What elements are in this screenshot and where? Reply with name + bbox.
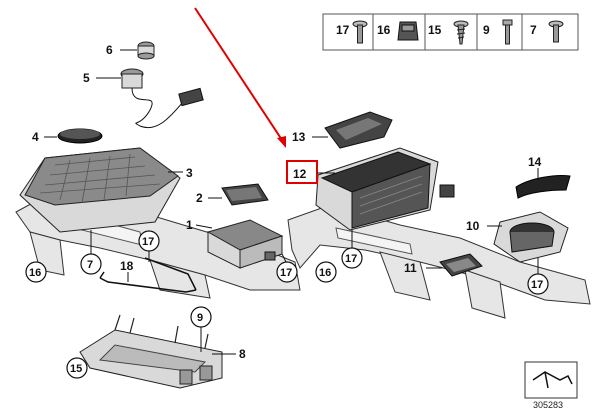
reference-box: 305283 (524, 361, 578, 410)
callout-c17d[interactable]: 17 (527, 258, 549, 295)
clip-icon (397, 21, 419, 41)
part-label-18: 18 (120, 259, 134, 273)
bolt-icon (502, 19, 513, 45)
part-11-small-pocket[interactable] (439, 253, 483, 277)
part-18-seal[interactable] (99, 257, 197, 293)
hardware-row: 17 16 15 9 7 (322, 13, 579, 51)
callout-c7[interactable]: 7 (80, 230, 102, 275)
part-10-cup-holder[interactable] (493, 211, 569, 263)
part-4-round-pad[interactable] (57, 128, 103, 144)
hardware-cell-17[interactable] (322, 13, 374, 51)
reference-number: 305283 (533, 400, 563, 410)
circled-label-17: 17 (280, 267, 292, 279)
part-label-13: 13 (292, 130, 306, 144)
part-label-12: 12 (293, 167, 307, 181)
hardware-cell-9[interactable] (476, 13, 523, 51)
circled-label-17: 17 (531, 279, 543, 291)
part-label-10: 10 (466, 219, 480, 233)
screw-icon (548, 20, 564, 43)
hardware-cell-15[interactable] (424, 13, 478, 51)
callout-c16b[interactable]: 16 (315, 261, 337, 283)
hardware-label-7: 7 (530, 23, 537, 37)
tapping-screw-icon (453, 20, 469, 45)
part-13-tray-lid[interactable] (324, 111, 393, 149)
part-label-3: 3 (186, 166, 193, 180)
circled-label-17: 17 (345, 253, 357, 265)
part-2-small-tray[interactable] (221, 183, 269, 206)
part-label-6: 6 (106, 43, 113, 57)
part-6-knob[interactable] (137, 41, 155, 60)
part-label-8: 8 (239, 347, 246, 361)
circled-label-7: 7 (87, 259, 93, 271)
callout-c16a[interactable]: 16 (25, 261, 47, 283)
part-12-main-storage[interactable] (315, 147, 455, 231)
part-label-2: 2 (196, 191, 203, 205)
circled-label-15: 15 (70, 363, 82, 375)
part-3-textured-tray[interactable] (19, 147, 181, 233)
hardware-cell-7[interactable] (521, 13, 579, 51)
right-console-frame[interactable] (287, 204, 591, 319)
part-label-14: 14 (528, 155, 542, 169)
callout-c17c[interactable]: 17 (341, 230, 363, 269)
callout-c17b[interactable]: 17 (276, 253, 298, 283)
part-12-highlight-box (286, 160, 318, 184)
part-5-socket-cable[interactable] (120, 68, 204, 129)
hardware-label-17: 17 (336, 23, 350, 37)
part-label-4: 4 (32, 130, 39, 144)
part-8-bottom-bracket[interactable] (79, 314, 223, 389)
screw-icon (352, 20, 368, 44)
part-1-control-unit[interactable] (206, 219, 284, 269)
circled-label-16: 16 (29, 267, 41, 279)
callout-c17a[interactable]: 17 (138, 230, 160, 262)
callout-c15[interactable]: 15 (66, 357, 88, 379)
circled-label-9: 9 (197, 312, 203, 324)
hardware-label-15: 15 (428, 23, 442, 37)
part-label-11: 11 (404, 261, 417, 275)
part-label-5: 5 (83, 71, 90, 85)
part-14-curved-pad[interactable] (515, 175, 571, 199)
part-label-1: 1 (186, 218, 193, 232)
circled-label-17: 17 (142, 236, 154, 248)
circled-label-16: 16 (319, 267, 331, 279)
hardware-label-16: 16 (377, 23, 391, 37)
callout-c9[interactable]: 9 (190, 306, 212, 352)
hardware-label-9: 9 (483, 23, 490, 37)
reference-glyph-icon (532, 371, 573, 389)
highlight-arrow (194, 7, 286, 148)
